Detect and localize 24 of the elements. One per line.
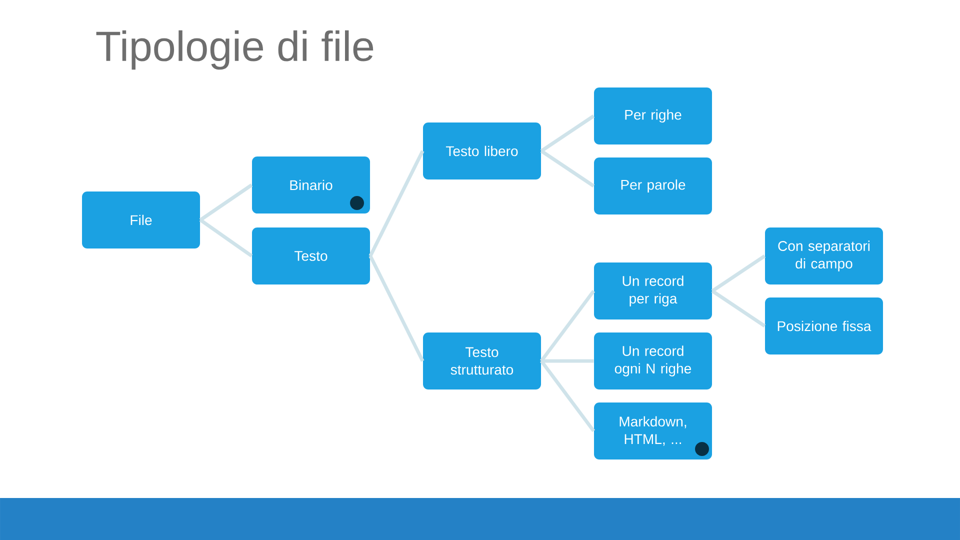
process-box: Per righe: [594, 88, 712, 144]
process-box: Binario: [252, 156, 370, 214]
process-box: Markdown, HTML, ...: [594, 402, 712, 460]
slide-title: Tipologie di file: [96, 30, 374, 70]
process-box: Per parole: [594, 158, 712, 214]
connector-line: [368, 150, 424, 257]
process-box: Un record per riga: [594, 262, 712, 320]
connector-line: [199, 218, 253, 258]
process-box: Posizione fissa: [765, 298, 883, 354]
process-box: Un record ogni N righe: [594, 332, 712, 390]
process-box: Testo: [252, 228, 370, 284]
connector-line: [711, 290, 766, 328]
process-box: File: [82, 192, 200, 248]
connector-line: [540, 360, 596, 432]
connector-line: [540, 150, 595, 188]
connector-line: [368, 255, 424, 362]
connector-line: [199, 184, 253, 222]
connector-line: [540, 290, 596, 362]
connector-line: [711, 254, 766, 292]
process-box: Testo strutturato: [423, 332, 541, 390]
connector-line: [540, 114, 595, 152]
process-box: Testo libero: [423, 122, 541, 180]
connector-line: [541, 359, 594, 363]
process-box: Con separatori di campo: [765, 228, 883, 284]
